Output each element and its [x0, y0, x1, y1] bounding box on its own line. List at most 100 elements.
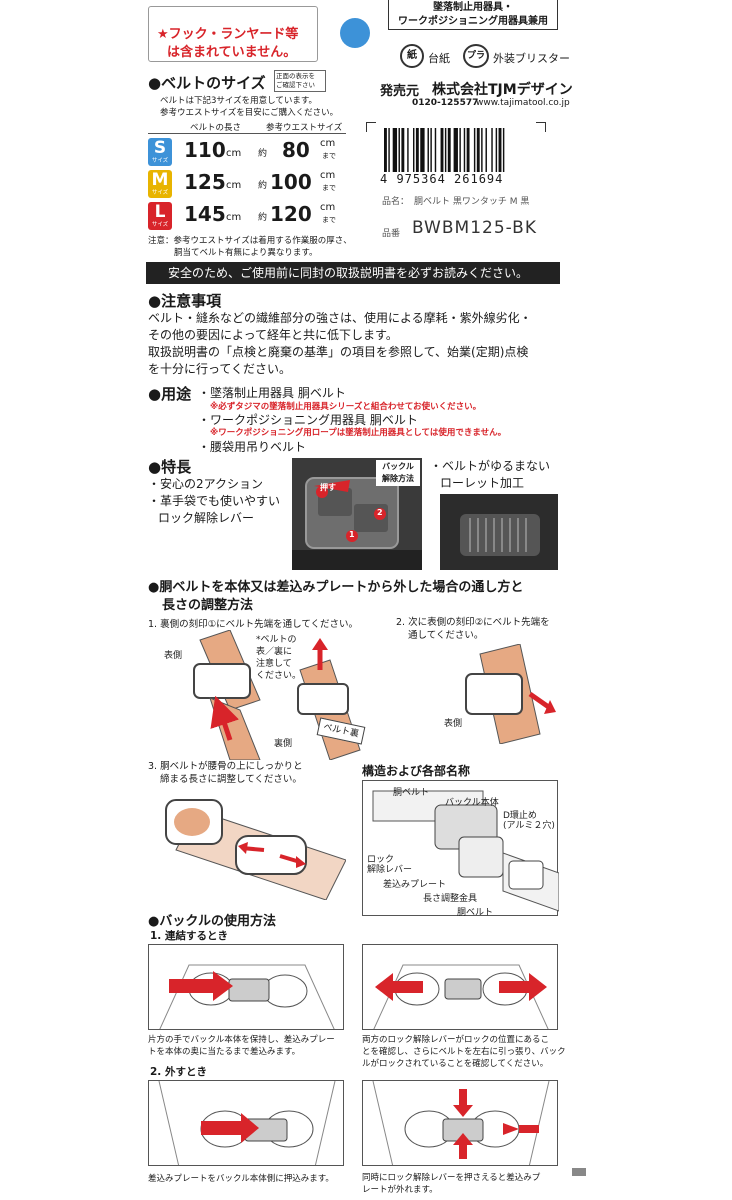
size-length-unit: cm [226, 212, 242, 223]
size-row: S サイズ 110 cm 約 80 cm まで [148, 138, 348, 168]
label-belt-bottom: 胴ベルト [457, 908, 494, 918]
lock-line2: 解除レバー [367, 865, 413, 875]
size-waist-unit: cm [320, 138, 336, 149]
caution-line3: 取扱説明書の「点検と廃棄の基準」の項目を参照して、始業(定期)点検 [148, 345, 529, 359]
thread-step2a: 2. 次に表側の刻印②にベルト先端を [396, 617, 550, 628]
size-word: サイズ [151, 158, 169, 164]
plastic-recycle-icon: プラ [463, 44, 489, 68]
knurl-photo [440, 494, 558, 570]
feature-item3a: ・ベルトがゆるまない [430, 459, 551, 473]
size-waist: 120 [270, 202, 312, 226]
threading-title2: 長さの調整方法 [162, 598, 254, 613]
barcode-bar [502, 128, 505, 172]
caution-line4: を十分に行ってください。 [148, 362, 292, 376]
usage-title: ●用途 [148, 385, 192, 403]
barcode-bar [401, 128, 405, 172]
size-waist-made: まで [322, 216, 336, 224]
label-lock-lever: ロック 解除レバー [367, 855, 412, 875]
product-name-label: 品名： [382, 197, 410, 207]
feature-item2b: ロック解除レバー [158, 511, 255, 525]
features-list: ・安心の2アクション ・革手袋でも使いやすい ロック解除レバー [148, 476, 280, 527]
barcode-bar [413, 128, 415, 172]
scroll-marker [572, 1168, 586, 1176]
connect-right-line1: 両方のロック解除レバーがロックの位置にあるこ [362, 1035, 550, 1045]
barcode-digits: 4 975364 261694 [380, 172, 504, 186]
size-waist-unit: cm [320, 202, 336, 213]
buckle-label2: 解除方法 [382, 474, 414, 483]
connect-left-line1: 片方の手でバックル本体を保持し、差込みプレー [148, 1035, 335, 1045]
barcode-bar [398, 128, 400, 172]
usage-item3: ・腰袋用吊りベルト [198, 440, 307, 454]
release-left-text: 差込みプレートをバックル本体側に押込みます。 [148, 1174, 334, 1184]
caution-title: ●注意事項 [148, 292, 222, 310]
size-approx: 約 [258, 149, 268, 159]
connect-left-line2: トを本体の奥に当たるまで差込みます。 [148, 1047, 301, 1057]
size-letter-badge: S サイズ [148, 138, 172, 166]
usage-note1: ※必ずタジマの墜落制止用器具シリーズと組合わせてお使いください。 [210, 402, 482, 412]
release-right-text: 同時にロック解除レバーを押さえると差込みプ レートが外れます。 [362, 1172, 540, 1196]
col-waist: 参考ウエストサイズ [266, 123, 343, 133]
feature-item2a: ・革手袋でも使いやすい [148, 494, 281, 508]
size-note-box: 正面の表示を ご確認下さい [274, 70, 326, 92]
barcode-bar [440, 128, 444, 172]
size-intro2: 参考ウエストサイズを目安にご購入ください。 [160, 108, 339, 118]
thread-step2-front: 表側 [444, 719, 463, 729]
barcode-bar [420, 128, 425, 172]
size-waist: 100 [270, 170, 312, 194]
barcode-bar [384, 128, 387, 172]
size-letter: S [153, 138, 167, 158]
thread-back-label: 裏側 [274, 739, 293, 749]
barcode-bar [415, 128, 419, 172]
safety-banner: 安全のため、ご使用前に同封の取扱説明書を必ずお読みください。 [146, 262, 560, 284]
feature-item1: ・安心の2アクション [148, 477, 264, 491]
connect-right-line2: とを確認し、さらにベルトを左右に引っ張り、バック [362, 1047, 566, 1057]
connect-right-image [362, 944, 558, 1030]
release-right-line1: 同時にロック解除レバーを押さえると差込みプ [362, 1173, 541, 1183]
d-ring-line2: (アルミ２穴) [503, 821, 555, 831]
seller-label: 発売元 [380, 84, 420, 99]
barcode-bar [427, 128, 429, 172]
structure-title: 構造および各部名称 [362, 764, 471, 778]
barcode-bar [430, 128, 432, 172]
size-length: 145 [184, 202, 226, 226]
blue-dot [340, 18, 370, 48]
size-waist: 80 [282, 138, 310, 162]
size-letter-badge: L サイズ [148, 202, 172, 230]
size-approx: 約 [258, 181, 268, 191]
product-name: 胴ベルト 黒ワンタッチ M 黒 [414, 197, 530, 207]
col-length: ベルトの長さ [190, 123, 242, 133]
barcode-bar [388, 128, 390, 172]
structure-diagram: 胴ベルト バックル本体 D環止め (アルミ２穴) ロック 解除レバー 差込みプレ… [362, 780, 559, 918]
barcode-bar [463, 128, 466, 172]
thread-step3a: 3. 胴ベルトが腰骨の上にしっかりと [148, 761, 303, 772]
size-title: ●ベルトのサイズ [148, 74, 266, 92]
thread-step2-illustration [465, 644, 556, 744]
release-right-line2: レートが外れます。 [362, 1185, 438, 1195]
paper-recycle-label: 台紙 [428, 52, 450, 65]
seller-url: www.tajimatool.co.jp [476, 98, 570, 108]
barcode-bar [485, 128, 487, 172]
thread-step1-note: *ベルトの 表／裏に 注意して ください。 [256, 634, 301, 682]
size-waist-made: まで [322, 152, 336, 160]
size-length-unit: cm [226, 148, 242, 159]
buckle-label: バックル 解除方法 [376, 460, 420, 486]
usage-item2: ・ワークポジショニング用器具 胴ベルト [198, 413, 418, 427]
size-length-unit: cm [226, 180, 242, 191]
connect-left-text: 片方の手でバックル本体を保持し、差込みプレー トを本体の奥に当たるまで差込みます… [148, 1034, 335, 1058]
size-note1: 注意：参考ウエストサイズは着用する作業服の厚さ、 [148, 236, 352, 246]
label-adjuster: 長さ調整金具 [423, 894, 478, 904]
size-approx: 約 [258, 213, 268, 223]
warning-line2: は含まれていません。 [167, 45, 297, 60]
d-ring-line1: D環止め [503, 811, 537, 821]
usage-note2: ※ワークポジショニング用ロープは墜落制止用器具としては使用できません。 [210, 428, 507, 438]
press-label: 押す [320, 483, 336, 492]
barcode-bar [434, 128, 437, 172]
note-line3: 注意して [256, 659, 292, 669]
thread-step2b: 通してください。 [408, 630, 484, 641]
barcode-bar [444, 128, 447, 172]
label-plate: 差込みプレート [383, 880, 447, 890]
barcode-frame [366, 122, 546, 140]
barcode-bar [481, 128, 483, 172]
thread-step3-illustration [165, 799, 346, 900]
connect-right-text: 両方のロック解除レバーがロックの位置にあるこ とを確認し、さらにベルトを左右に引… [362, 1034, 566, 1070]
